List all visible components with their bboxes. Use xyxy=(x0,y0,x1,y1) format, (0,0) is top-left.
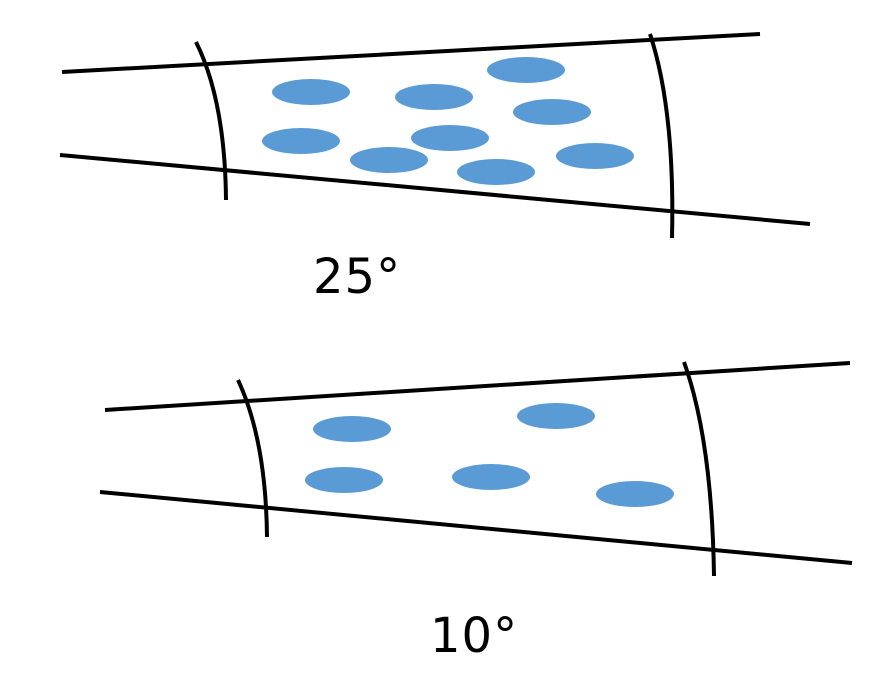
particle xyxy=(556,143,634,169)
panel-25-top-wall xyxy=(61,32,761,74)
panel-10-degree xyxy=(99,361,853,577)
particle xyxy=(262,128,340,154)
particle xyxy=(452,464,530,490)
panel-10-particles xyxy=(305,403,674,507)
panel-25-degree xyxy=(59,32,811,239)
panel-10-left-boundary xyxy=(236,379,269,538)
particle xyxy=(513,99,591,125)
panel-10-top-wall xyxy=(104,361,851,412)
angle-label-10: 10° xyxy=(430,608,519,664)
panel-25-bottom-wall xyxy=(59,153,811,226)
angle-label-25: 25° xyxy=(313,249,402,305)
particle xyxy=(272,79,350,105)
particle xyxy=(596,481,674,507)
panel-25-left-boundary xyxy=(194,41,228,201)
particle xyxy=(305,467,383,493)
particle xyxy=(517,403,595,429)
panel-25-particles xyxy=(262,57,634,185)
particle xyxy=(457,159,535,185)
particle xyxy=(395,84,473,110)
particle xyxy=(313,416,391,442)
panel-25-right-boundary xyxy=(648,33,675,239)
panel-10-bottom-wall xyxy=(99,490,853,565)
particle xyxy=(350,147,428,173)
particle xyxy=(487,57,565,83)
particle xyxy=(411,125,489,151)
panel-10-right-boundary xyxy=(682,361,716,577)
